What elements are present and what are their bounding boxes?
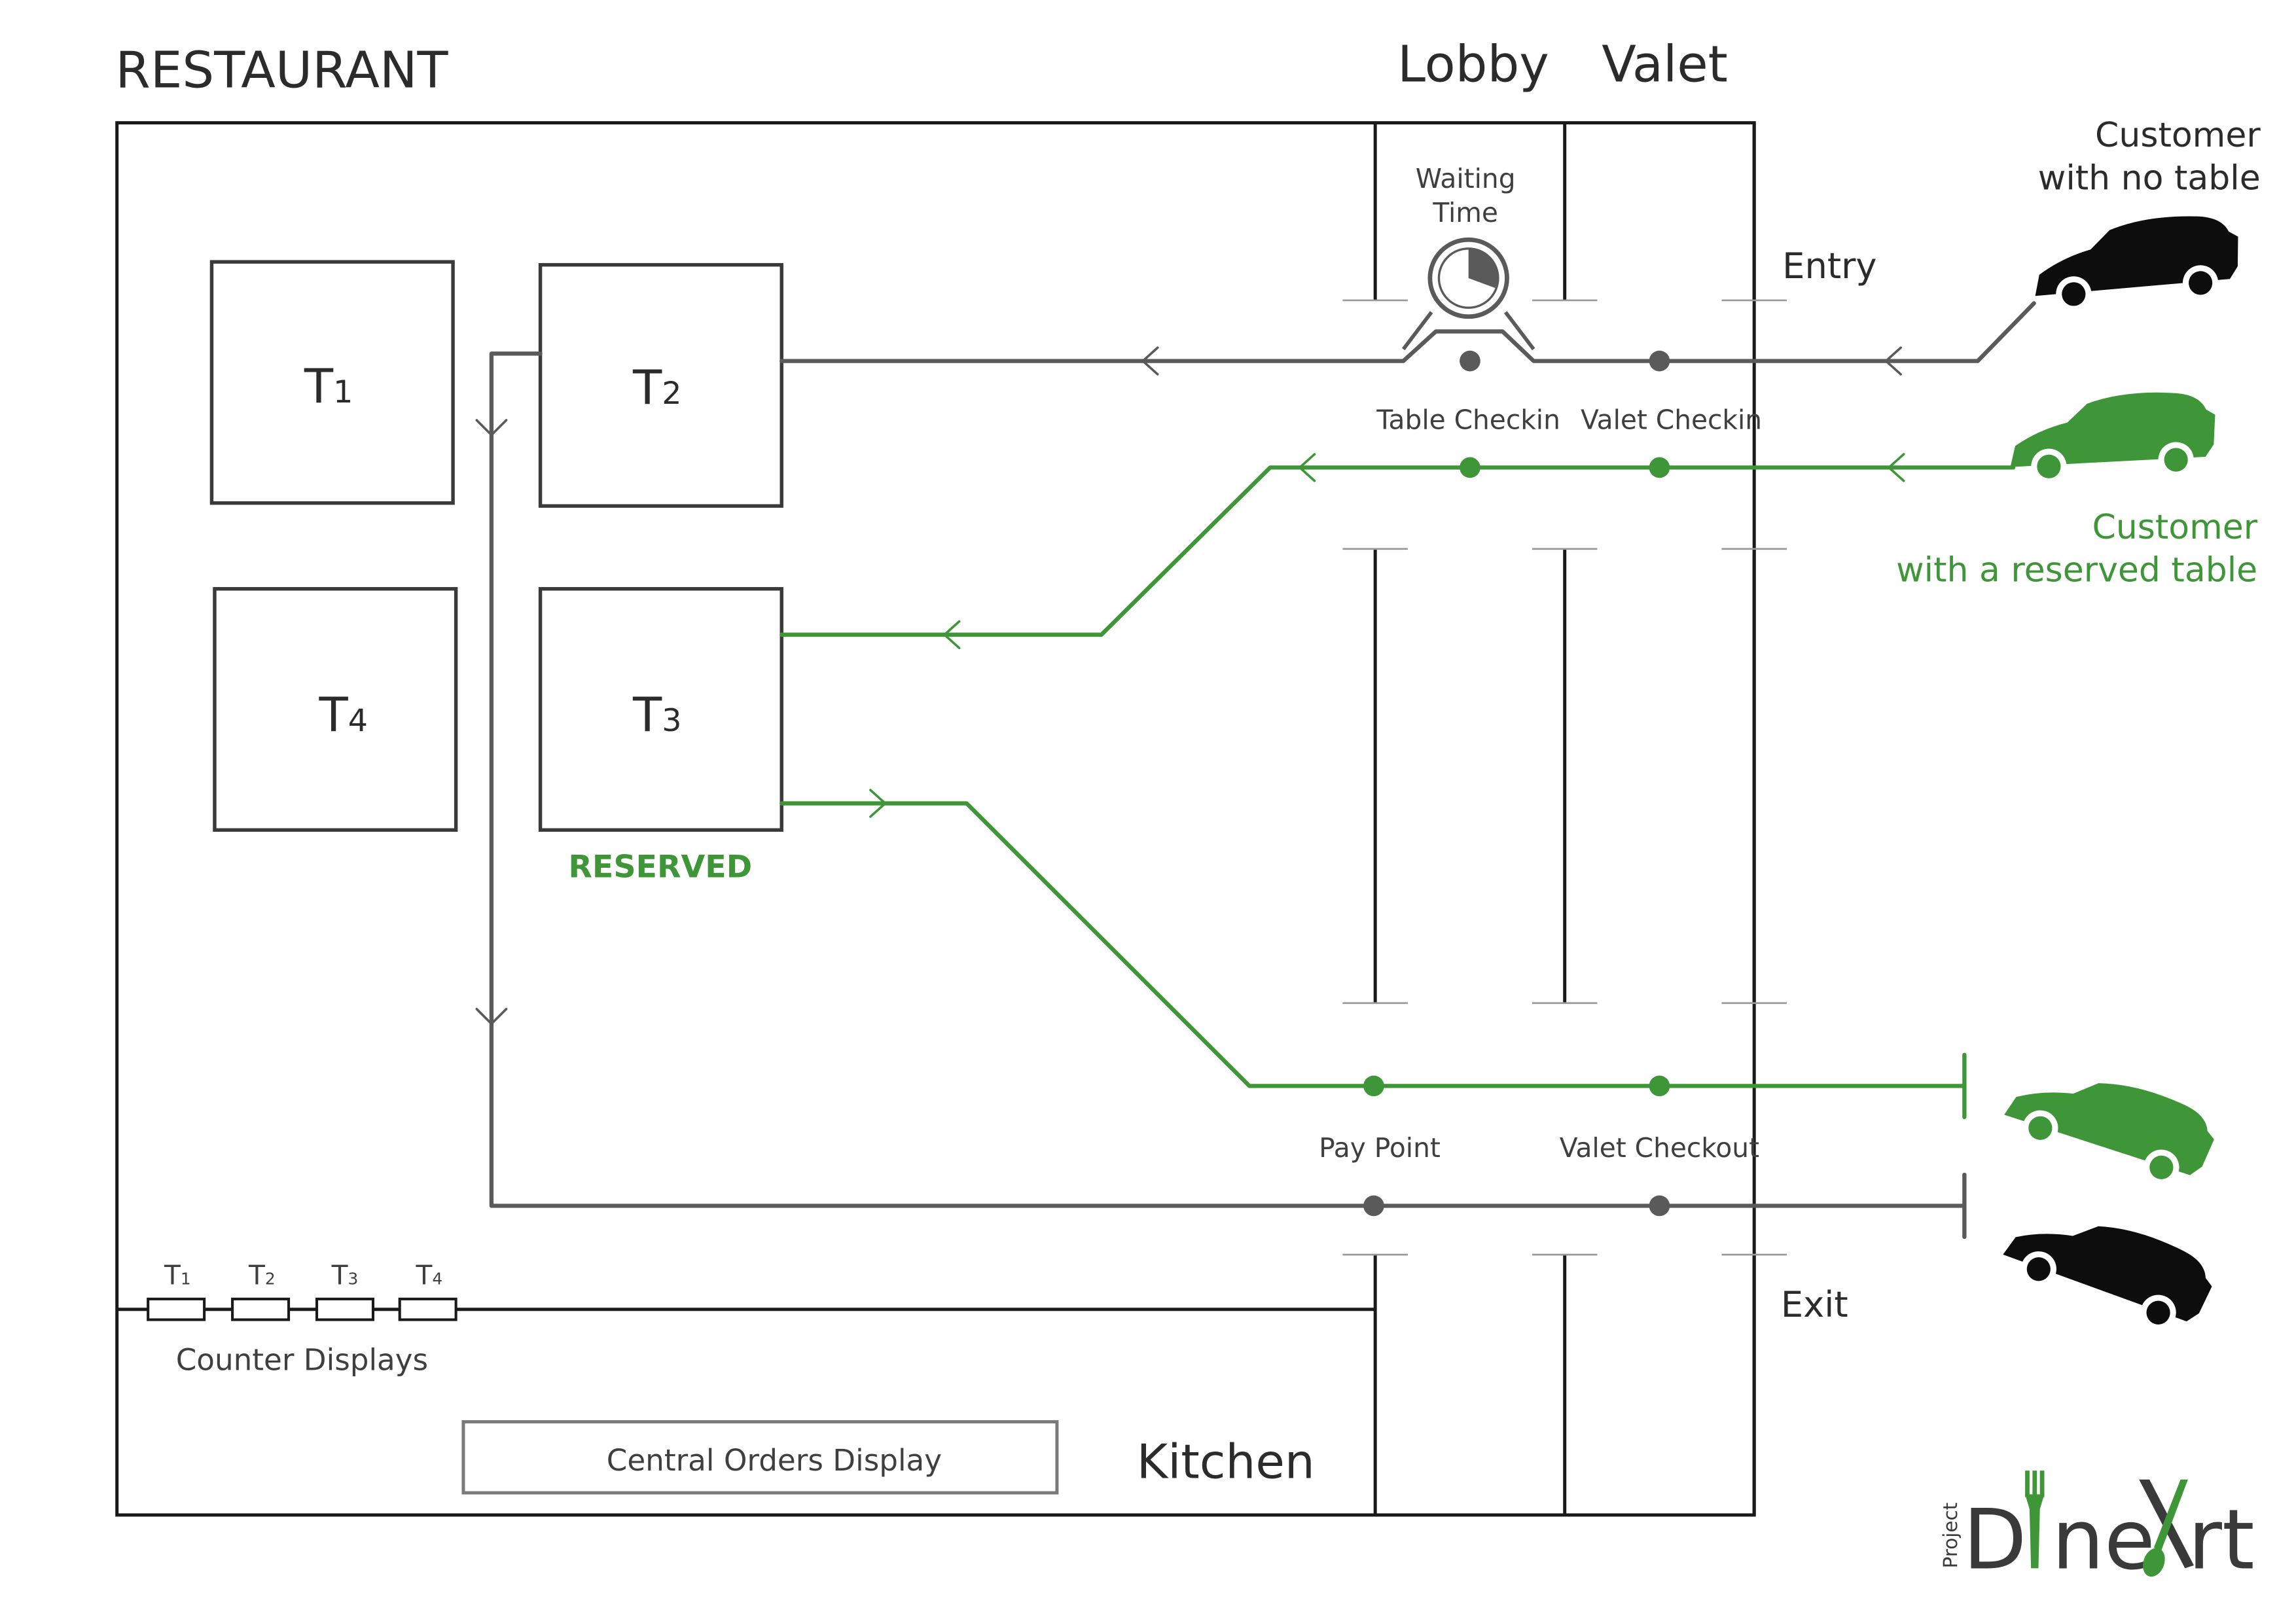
valet-checkout-dot (1649, 1195, 1670, 1217)
car-icon (2029, 211, 2244, 315)
lobby-label: Lobby (1397, 35, 1549, 94)
car-icon (1998, 1050, 2222, 1198)
restaurant-title: RESTAURANT (115, 41, 448, 99)
reserved-customer-line2: with a reserved table (1896, 550, 2257, 590)
svg-text:T3: T3 (331, 1259, 359, 1291)
svg-text:ne: ne (2052, 1491, 2155, 1588)
table-checkin-label: Table Checkin (1376, 404, 1560, 436)
counter-display-t1 (147, 1297, 206, 1321)
central-orders-display-label: Central Orders Display (607, 1443, 942, 1478)
arrow-down-icon (475, 419, 508, 437)
clock-icon (1401, 237, 1535, 351)
svg-text:T4: T4 (416, 1259, 443, 1291)
svg-text:T3: T3 (632, 688, 681, 743)
kitchen-label: Kitchen (1137, 1435, 1315, 1489)
svg-text:T2: T2 (248, 1259, 276, 1291)
car-icon (1996, 1191, 2221, 1344)
table-letter: T (632, 688, 662, 743)
reserved-label: RESERVED (568, 849, 752, 885)
svg-text:rt: rt (2188, 1491, 2255, 1588)
waiting-time-line2: Time (1432, 197, 1498, 228)
counter-number: 2 (265, 1269, 276, 1288)
central-orders-display: Central Orders Display (461, 1420, 1059, 1495)
building-walls (115, 121, 1787, 1517)
table-letter: T (304, 359, 334, 414)
valet-checkin-point (1649, 350, 1670, 372)
counter-letter: T (164, 1259, 181, 1291)
counter-number: 4 (432, 1269, 442, 1288)
table-number: 1 (333, 374, 353, 410)
counter-number: 3 (348, 1269, 359, 1288)
valet-label: Valet (1602, 35, 1728, 94)
svg-text:T2: T2 (632, 361, 681, 416)
counter-display-t4 (398, 1297, 457, 1321)
reserved-customer-line1: Customer (2092, 508, 2258, 547)
arrow-down-icon (475, 1007, 508, 1026)
entry-label: Entry (1782, 245, 1876, 287)
valet-checkin-point (1649, 457, 1670, 478)
table-number: 4 (348, 703, 368, 739)
table-number: 3 (662, 703, 681, 739)
no-table-customer-path (475, 301, 2036, 1240)
pay-point-dot (1363, 1075, 1384, 1097)
svg-text:T1: T1 (164, 1259, 191, 1291)
table-t4[interactable]: T4 (213, 587, 458, 832)
valet-checkout-label: Valet Checkout (1560, 1132, 1759, 1164)
svg-text:T4: T4 (319, 688, 368, 743)
arrow-left-icon (1887, 453, 1905, 482)
fork-icon (2025, 1471, 2045, 1569)
valet-checkout-dot (1649, 1075, 1670, 1097)
table-number: 2 (662, 376, 681, 412)
table-checkin-point (1460, 350, 1480, 372)
no-table-customer-line2: with no table (2038, 158, 2261, 198)
counter-letter: T (416, 1259, 433, 1291)
valet-checkin-label: Valet Checkin (1581, 404, 1762, 436)
counter-display-t2 (231, 1297, 291, 1321)
table-t3[interactable]: T3 (538, 587, 783, 832)
spoon-icon (2143, 1479, 2188, 1577)
table-letter: T (319, 688, 349, 743)
svg-text:D: D (1963, 1491, 2027, 1588)
counter-display-t3 (315, 1297, 375, 1321)
arrow-left-icon (1141, 346, 1159, 376)
arrow-right-icon (869, 789, 888, 818)
reserved-customer-path (780, 453, 2016, 1120)
counter-letter: T (331, 1259, 348, 1291)
counter-number: 1 (181, 1269, 191, 1288)
table-letter: T (632, 361, 662, 416)
arrow-left-icon (942, 620, 961, 649)
exit-label: Exit (1781, 1284, 1848, 1325)
counter-letter: T (248, 1259, 265, 1291)
dinexrt-logo: Project D ne rt (1939, 1471, 2255, 1588)
svg-text:T1: T1 (304, 359, 353, 414)
logo-prefix: Project (1939, 1503, 1962, 1568)
counter-displays: T1 T2 T3 T4 Counter Displays (147, 1259, 457, 1377)
table-t2[interactable]: T2 (538, 262, 783, 508)
waiting-time-line1: Waiting (1416, 163, 1516, 194)
no-table-customer-line1: Customer (2095, 116, 2261, 155)
counter-displays-label: Counter Displays (176, 1342, 428, 1377)
table-checkin-point (1460, 457, 1480, 478)
waiting-time: Waiting Time (1401, 163, 1535, 351)
pay-point-label: Pay Point (1319, 1132, 1441, 1164)
arrow-left-icon (1298, 453, 1316, 482)
car-icon (2007, 389, 2219, 486)
arrow-left-icon (1884, 346, 1902, 376)
pay-point-dot (1363, 1195, 1384, 1217)
table-t1[interactable]: T1 (209, 260, 455, 505)
